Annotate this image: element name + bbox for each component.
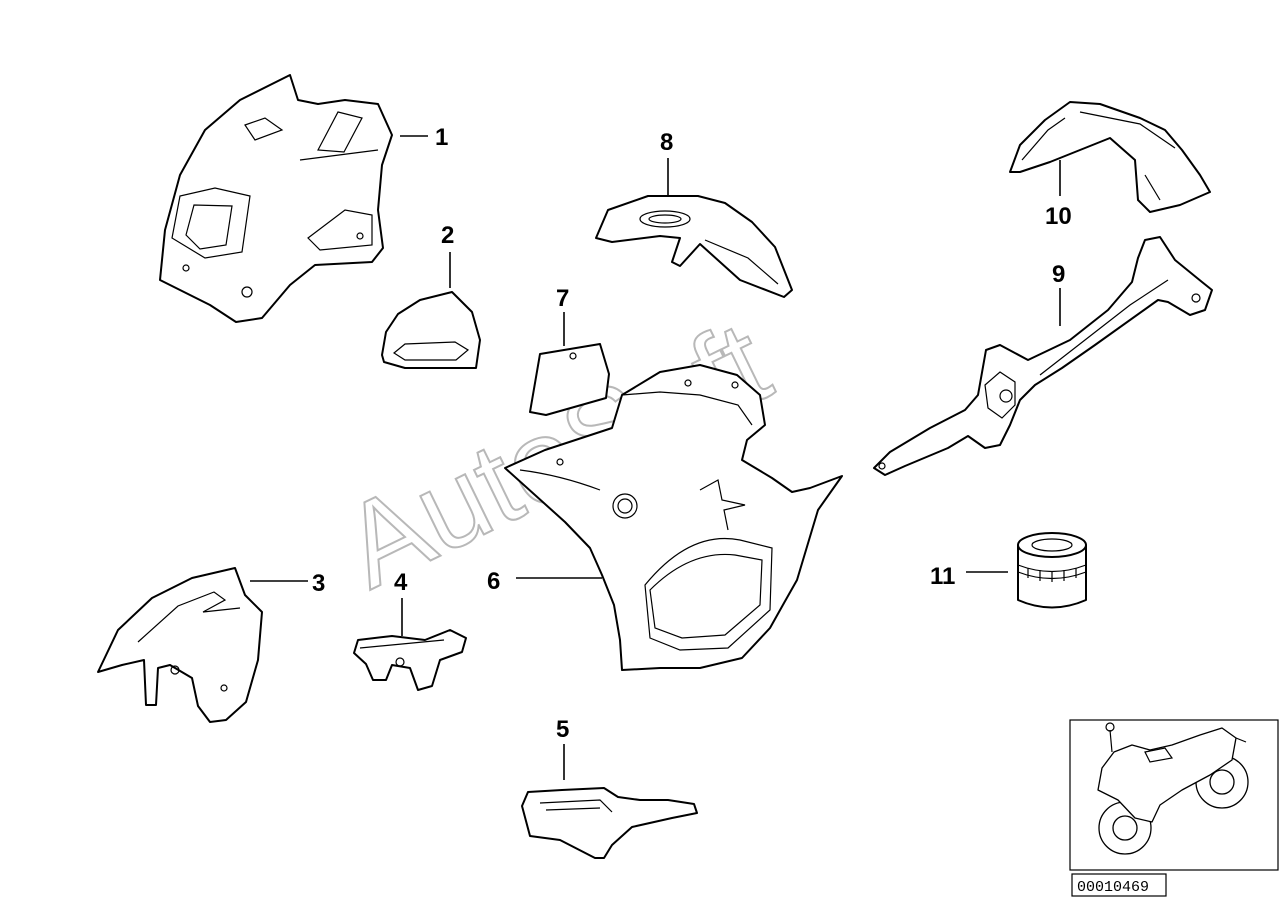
part-1-upper-fairing[interactable] [159, 74, 393, 323]
part-9-bracket-rail[interactable] [873, 236, 1213, 476]
callout-10[interactable]: 10 [1045, 203, 1072, 230]
document-number-box: 00010469 [1071, 873, 1167, 897]
callout-9[interactable]: 9 [1052, 261, 1065, 288]
callout-7[interactable]: 7 [556, 285, 569, 312]
callout-labels: 1 2 3 4 5 6 7 8 9 10 11 [312, 124, 1072, 743]
motorcycle-thumbnail[interactable] [1069, 719, 1279, 871]
part-7-trim-panel[interactable] [529, 343, 610, 416]
callout-8[interactable]: 8 [660, 129, 673, 156]
part-6-side-fairing[interactable] [504, 364, 843, 671]
part-11-paint-pen[interactable] [1017, 532, 1087, 609]
callout-3[interactable]: 3 [312, 570, 325, 597]
part-2-headlight-cover[interactable] [381, 291, 481, 369]
callout-11[interactable]: 11 [930, 563, 955, 590]
part-4-bracket-cover[interactable] [353, 629, 467, 691]
part-8-tank-cover[interactable] [595, 195, 793, 298]
callout-6[interactable]: 6 [487, 568, 500, 595]
part-10-rear-cowl[interactable] [1009, 101, 1211, 213]
leader-lines [250, 135, 1061, 780]
part-5-lower-spoiler[interactable] [521, 787, 698, 859]
document-number: 00010469 [1077, 879, 1149, 896]
callout-2[interactable]: 2 [441, 222, 454, 249]
callout-1[interactable]: 1 [435, 124, 448, 151]
callout-4[interactable]: 4 [394, 569, 408, 596]
part-3-front-mudguard[interactable] [97, 567, 263, 723]
callout-5[interactable]: 5 [556, 716, 569, 743]
